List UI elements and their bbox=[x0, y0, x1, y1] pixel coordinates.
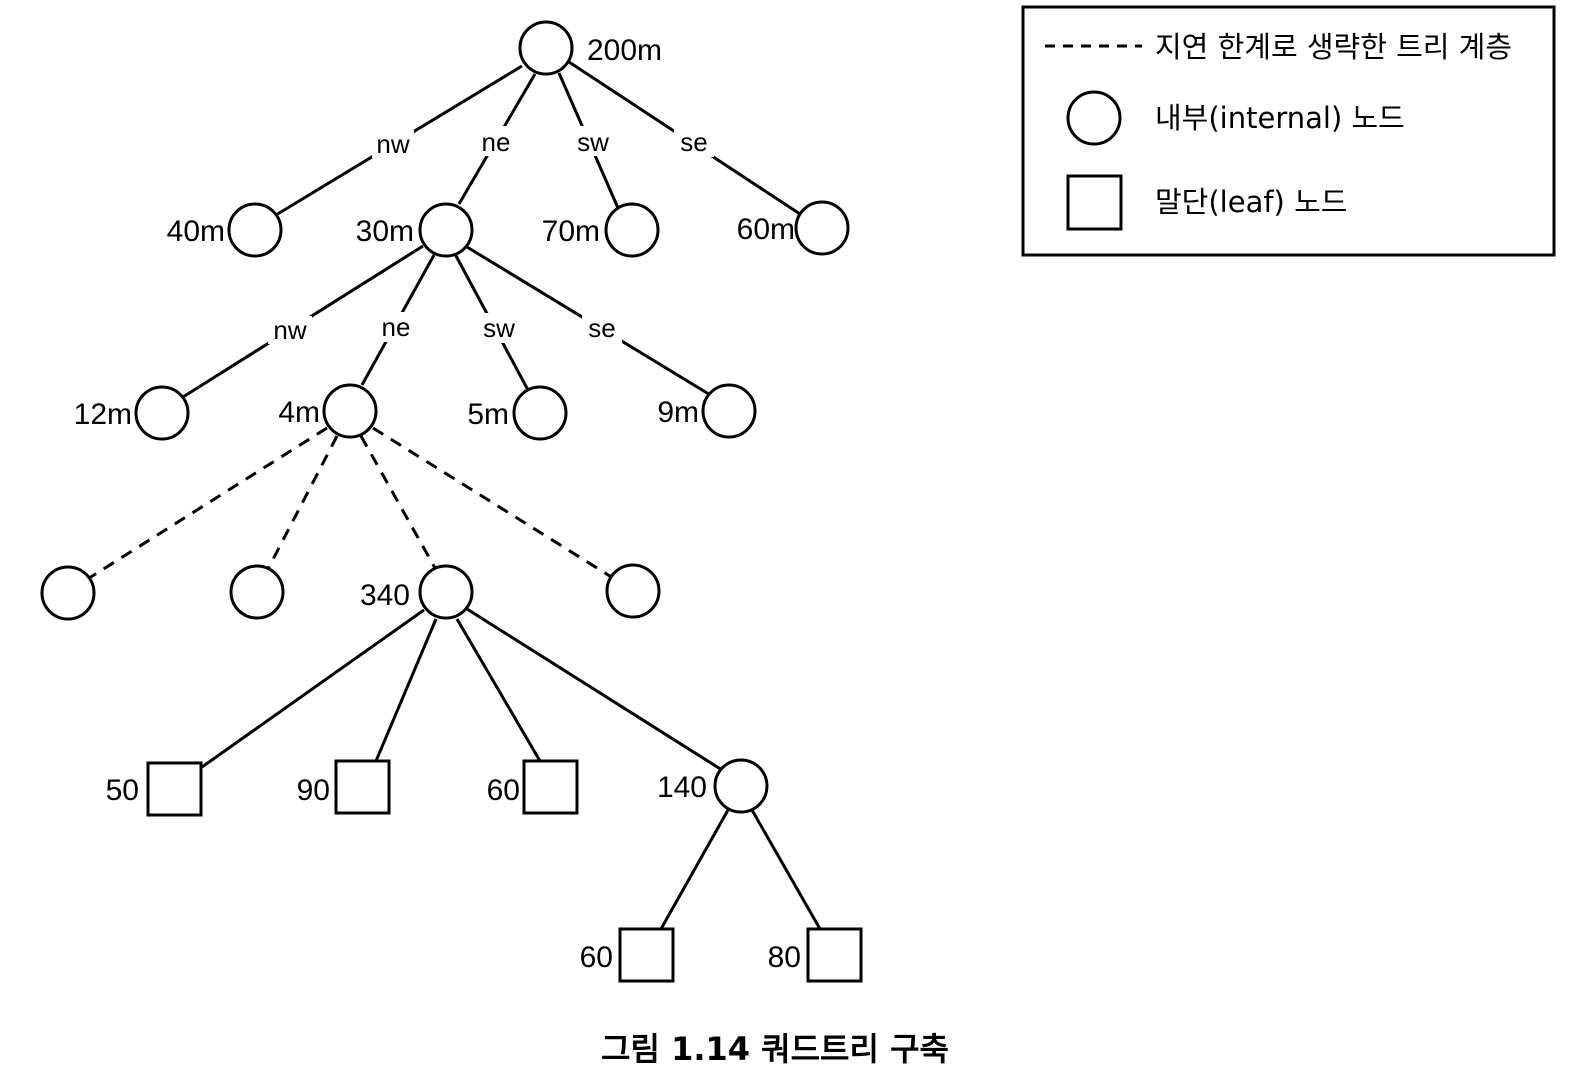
omitted-edges bbox=[85, 426, 614, 582]
node-l1-ne bbox=[418, 202, 474, 258]
legend-internal-label: 내부(internal) 노드 bbox=[1155, 101, 1405, 135]
edge-label-ne: ne bbox=[382, 312, 411, 342]
node-l3-ne-omitted bbox=[229, 564, 285, 620]
edge-labels-level2: nw ne sw se bbox=[268, 312, 622, 345]
internal-nodes bbox=[40, 20, 850, 814]
leaf-node-sw bbox=[522, 759, 579, 815]
edge-140-a bbox=[659, 809, 730, 930]
edge-4m-se-dashed bbox=[372, 426, 614, 580]
edge-label-nw: nw bbox=[376, 129, 409, 159]
leaf-node-nw bbox=[146, 761, 203, 817]
caption-title: 쿼드트리 구축 bbox=[761, 1030, 949, 1068]
edge-340-nw bbox=[201, 608, 425, 769]
node-label-root: 200m bbox=[587, 34, 662, 67]
edge-label-se: se bbox=[680, 127, 707, 157]
node-l2-sw bbox=[512, 385, 568, 441]
edge-340-sw bbox=[455, 618, 542, 762]
edge-4m-sw-dashed bbox=[359, 435, 437, 569]
edge-label-sw: sw bbox=[577, 127, 609, 157]
edge-label-ne: ne bbox=[482, 127, 511, 157]
node-label-l2-nw: 12m bbox=[74, 398, 132, 431]
node-label-l3-sw: 340 bbox=[360, 579, 410, 612]
caption-prefix: 그림 1.14 bbox=[601, 1030, 750, 1068]
legend-circle-icon bbox=[1066, 90, 1122, 146]
leaf-node-se-a bbox=[618, 927, 675, 983]
node-label-l4-se: 140 bbox=[657, 771, 707, 804]
node-l1-sw bbox=[604, 202, 660, 258]
edge-340-se bbox=[466, 607, 723, 772]
figure-caption: 그림 1.14 쿼드트리 구축 bbox=[601, 1030, 949, 1068]
leaf-node-ne bbox=[334, 759, 391, 815]
edge-label-nw: nw bbox=[273, 315, 306, 345]
node-label-l2-se: 9m bbox=[657, 396, 699, 429]
node-l4-se bbox=[713, 758, 769, 814]
node-labels: 200m 40m 30m 70m 60m 12m 4m 5m 9m 340 50… bbox=[74, 34, 801, 974]
edge-label-se: se bbox=[588, 313, 615, 343]
edge-4m-nw-dashed bbox=[85, 426, 328, 582]
edge-340-ne bbox=[374, 618, 438, 762]
edge-labels-level1: nw ne sw se bbox=[372, 126, 714, 159]
edge-label-sw: sw bbox=[483, 313, 515, 343]
legend-square-icon bbox=[1066, 174, 1123, 231]
node-label-leaf-ne: 90 bbox=[297, 774, 330, 807]
node-label-l1-nw: 40m bbox=[167, 215, 225, 248]
node-l3-sw bbox=[418, 564, 474, 620]
node-label-leaf-se-b: 80 bbox=[768, 941, 801, 974]
node-label-l1-se: 60m bbox=[737, 213, 795, 246]
node-l2-ne bbox=[322, 383, 378, 439]
node-l1-se bbox=[794, 200, 850, 256]
legend-dashed-label: 지연 한계로 생략한 트리 계층 bbox=[1155, 30, 1512, 64]
node-l2-se bbox=[701, 383, 757, 439]
node-label-l2-sw: 5m bbox=[467, 398, 509, 431]
node-label-leaf-sw: 60 bbox=[487, 774, 520, 807]
legend: 지연 한계로 생략한 트리 계층 내부(internal) 노드 말단(leaf… bbox=[1021, 5, 1556, 257]
node-root bbox=[518, 20, 574, 76]
edge-4m-ne-dashed bbox=[266, 435, 339, 570]
edge-140-b bbox=[750, 809, 822, 930]
node-label-l1-sw: 70m bbox=[542, 215, 600, 248]
leaf-nodes bbox=[146, 759, 863, 983]
node-label-leaf-se-a: 60 bbox=[580, 941, 613, 974]
node-label-leaf-nw: 50 bbox=[106, 774, 139, 807]
node-label-l1-ne: 30m bbox=[356, 215, 414, 248]
node-l3-nw-omitted bbox=[40, 565, 96, 621]
node-l2-nw bbox=[134, 385, 190, 441]
legend-leaf-label: 말단(leaf) 노드 bbox=[1155, 185, 1347, 219]
node-l1-nw bbox=[227, 202, 283, 258]
leaf-node-se-b bbox=[806, 927, 863, 983]
node-l3-se-omitted bbox=[605, 563, 661, 619]
node-label-l2-ne: 4m bbox=[278, 396, 320, 429]
